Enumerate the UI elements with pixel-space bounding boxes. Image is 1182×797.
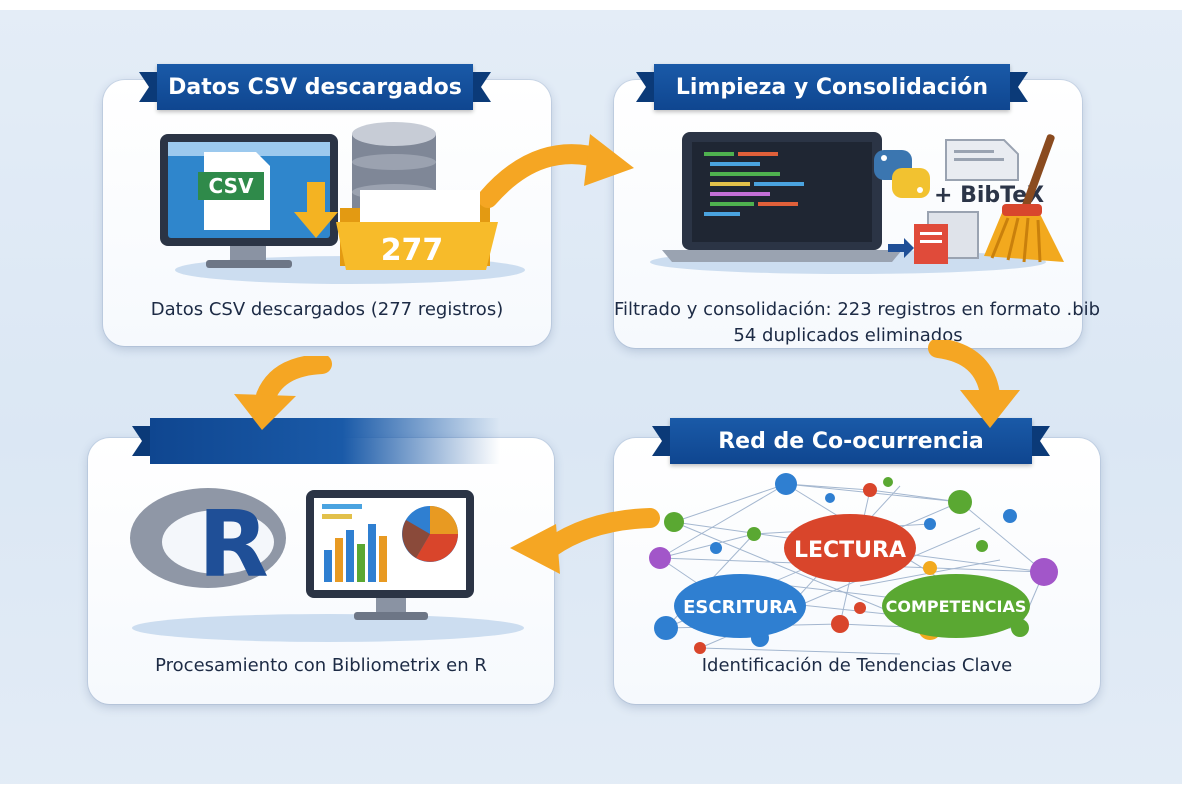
bottom-border xyxy=(0,784,1182,797)
r-logo-icon: R xyxy=(130,488,286,598)
bibliometrix-illustration: R xyxy=(130,488,524,642)
keyword-lectura: LECTURA xyxy=(784,514,916,582)
broom-icon xyxy=(984,134,1064,263)
panel-3-caption: Identificación de Tendencias Clave xyxy=(701,655,1013,676)
keyword-competencias: COMPETENCIAS xyxy=(882,574,1030,638)
csv-download-illustration: CSV 277 xyxy=(160,122,525,284)
panel-2-caption-line1: Filtrado y consolidación: 223 registros … xyxy=(614,299,1101,320)
download-arrow-icon xyxy=(294,182,338,238)
r-logo-letter: R xyxy=(198,491,269,598)
panel-1-caption: Datos CSV descargados (277 registros) xyxy=(150,299,504,320)
keyword-escritura: ESCRITURA xyxy=(674,574,806,638)
folder-icon: 277 xyxy=(336,190,498,270)
top-border xyxy=(0,0,1182,10)
arrow-panel1-to-panel2 xyxy=(480,134,634,208)
panel-1-banner: Datos CSV descargados xyxy=(139,64,491,110)
python-icon xyxy=(874,150,930,198)
panel-2-caption-line2: 54 duplicados eliminados xyxy=(733,325,963,346)
chart-monitor-icon xyxy=(306,490,474,620)
panel-4-caption: Procesamiento con Bibliometrix en R xyxy=(155,655,487,676)
keyword-competencias-label: COMPETENCIAS xyxy=(886,597,1027,616)
arrow-panel2-to-panel3 xyxy=(928,340,1020,428)
panel-2-banner: Limpieza y Consolidación xyxy=(636,64,1028,110)
network-icon: LECTURA ESCRITURA COMPETENCIAS xyxy=(649,473,1058,655)
cleaning-illustration: + BibTeX xyxy=(650,132,1064,274)
laptop-icon xyxy=(662,132,902,262)
arrow-panel3-to-panel4 xyxy=(510,508,660,574)
csv-file-icon: CSV xyxy=(198,152,270,230)
folder-count: 277 xyxy=(381,233,444,268)
csv-label: CSV xyxy=(209,174,254,198)
keyword-escritura-label: ESCRITURA xyxy=(683,597,797,618)
keyword-lectura-label: LECTURA xyxy=(794,538,906,563)
panel-4-banner xyxy=(132,418,500,464)
arrow-panel1-to-panel4 xyxy=(234,356,332,430)
panel-3-banner: Red de Co-ocurrencia xyxy=(652,418,1050,464)
